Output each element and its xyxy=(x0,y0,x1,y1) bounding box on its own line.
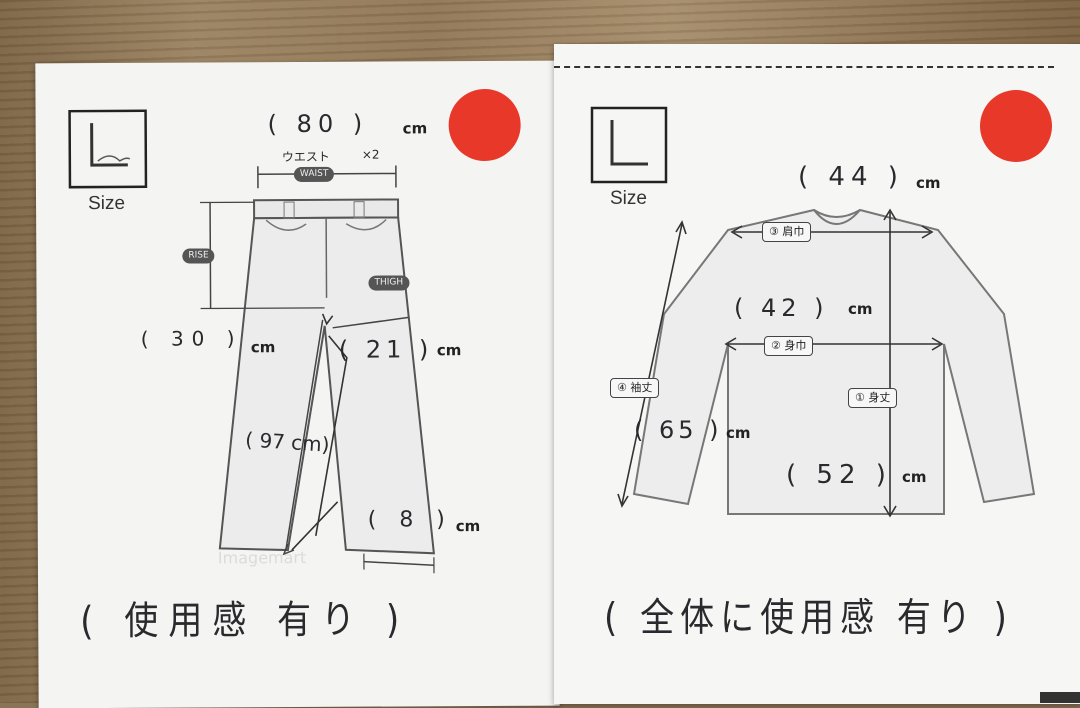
thigh-value: ( 21 ) xyxy=(339,335,434,363)
sleeve-tag: ④ 袖丈 xyxy=(610,378,659,398)
perforation-line xyxy=(554,66,1054,68)
pants-size-card: Size ( 80 ) cm ウエスト ×2 xyxy=(35,61,559,708)
chest-tag: ② 身巾 xyxy=(764,336,813,356)
chest-unit: cm xyxy=(848,300,873,318)
length-value: ( 52 ) xyxy=(786,460,892,490)
shirt-size-card: Size ( 44 ) cm ③ 肩巾 ( 42 ) xyxy=(554,44,1080,704)
shoulder-unit: cm xyxy=(916,174,941,192)
rise-unit: cm xyxy=(251,338,276,356)
size-box-icon xyxy=(590,106,668,184)
hem-unit: cm xyxy=(456,517,481,535)
dark-object-corner xyxy=(1040,692,1080,703)
chest-value: ( 42 ) xyxy=(734,294,829,322)
sleeve-value: ( 65 ) xyxy=(634,416,723,444)
thigh-unit: cm xyxy=(437,341,462,359)
waist-value: ( 80 ) xyxy=(268,110,369,139)
shirt-condition-note: ( 全体に使用感 有り ) xyxy=(604,586,1013,642)
rise-tag: RISE xyxy=(182,248,214,263)
red-sticker xyxy=(980,90,1052,162)
watermark: Imagemart xyxy=(218,548,306,567)
pants-condition-note: ( 使用感 有り ) xyxy=(80,588,409,646)
length-tag: ① 身丈 xyxy=(848,388,897,408)
sleeve-unit: cm xyxy=(726,424,751,442)
rise-value: ( 30 ) xyxy=(141,326,243,351)
shoulder-value: ( 44 ) xyxy=(798,162,904,192)
size-label: Size xyxy=(88,193,125,215)
red-sticker xyxy=(448,89,520,161)
length-unit: cm xyxy=(902,468,927,486)
shoulder-tag: ③ 肩巾 xyxy=(762,222,811,242)
hem-value: ( 8 ) xyxy=(368,507,453,532)
thigh-tag: THIGH xyxy=(368,275,409,290)
waist-unit: cm xyxy=(403,119,428,137)
waist-tag: WAIST xyxy=(294,167,335,182)
size-box-icon xyxy=(68,109,148,189)
